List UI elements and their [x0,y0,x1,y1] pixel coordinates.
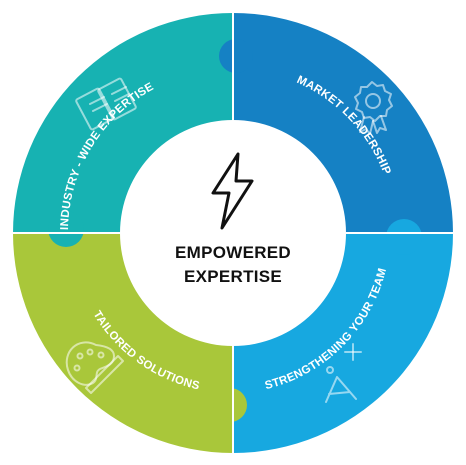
lightning-bolt-icon [211,152,254,230]
puzzle-tab-tailored [213,388,247,422]
segment-market-leadership [233,13,453,233]
award-badge-icon [354,81,393,135]
center-title-line1: EMPOWERED [175,243,291,262]
documents-icon [75,77,137,131]
puzzle-tab-industry [48,211,84,247]
center-title-line2: EXPERTISE [184,267,282,286]
center-circle [121,121,345,345]
segment-strengthening-your-team [233,233,453,453]
compass-tool-icon [325,343,362,403]
palette-brush-icon [65,341,124,394]
puzzle-tab-market [219,39,253,73]
segment-tailored-solutions [13,233,233,453]
segment-industry-wide-expertise [13,13,233,233]
puzzle-tab-team [386,219,422,255]
